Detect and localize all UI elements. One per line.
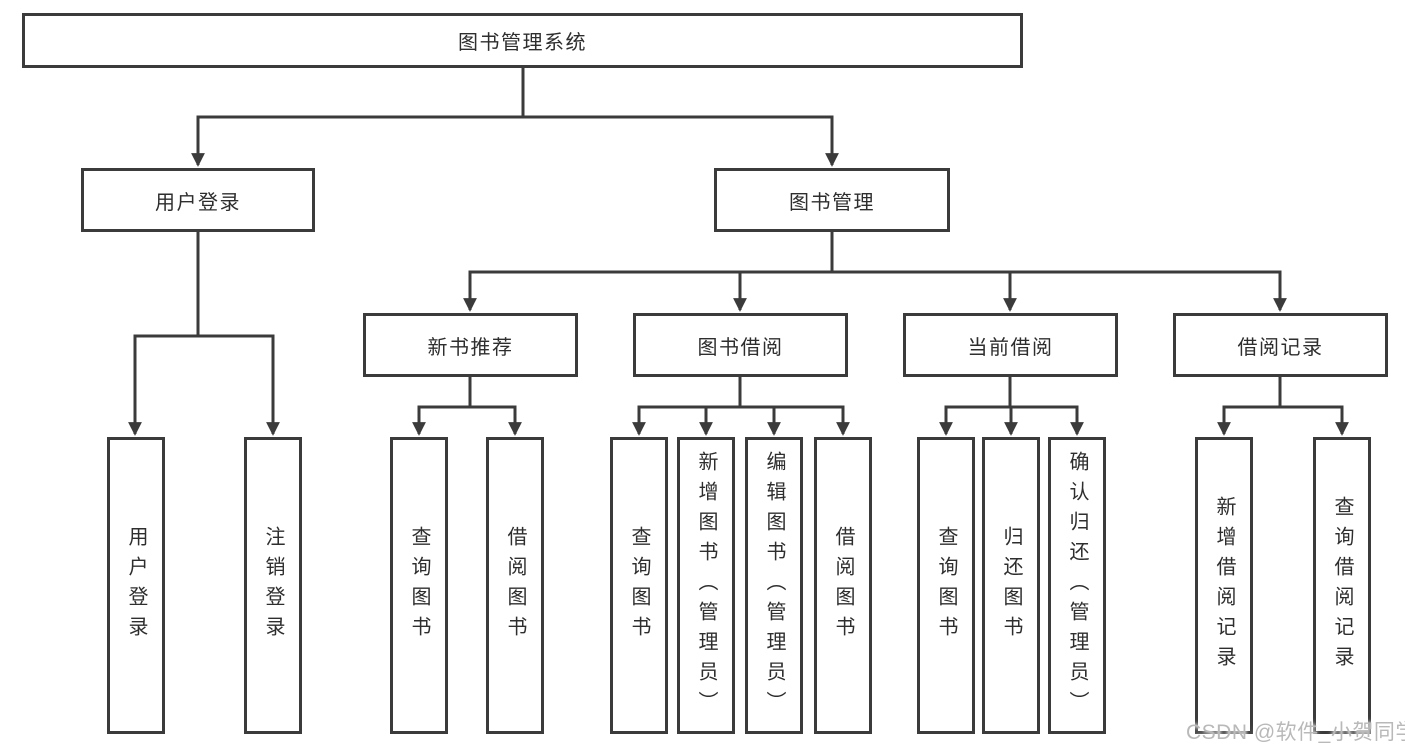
node-label: 用户登录	[155, 191, 241, 214]
leaf-return-book: 归还图书	[982, 437, 1040, 734]
leaf-label: 查询图书	[628, 525, 650, 646]
node-label: 图书借阅	[697, 336, 784, 359]
csdn-watermark: CSDN @软件_小贺同学	[1186, 721, 1405, 744]
leaf-confirm-return-admin: 确认归还（管理员）	[1048, 437, 1106, 734]
leaf-query-books-current: 查询图书	[917, 437, 975, 734]
leaf-label: 新增图书（管理员）	[695, 450, 717, 721]
node-book-management: 图书管理	[714, 168, 950, 232]
leaf-label: 查询图书	[935, 525, 957, 646]
node-book-borrowing: 图书借阅	[633, 313, 848, 377]
leaf-label: 查询图书	[408, 525, 430, 646]
node-new-book-recommend: 新书推荐	[363, 313, 578, 377]
leaf-query-books-recommend: 查询图书	[390, 437, 448, 734]
leaf-query-books-borrowing: 查询图书	[610, 437, 668, 734]
leaf-add-borrow-record: 新增借阅记录	[1195, 437, 1253, 734]
leaf-label: 借阅图书	[504, 525, 526, 646]
node-label: 图书管理系统	[458, 32, 587, 54]
leaf-label: 借阅图书	[832, 525, 854, 646]
leaf-borrow-books-recommend: 借阅图书	[486, 437, 544, 734]
leaf-label: 注销登录	[262, 525, 284, 646]
leaf-label: 用户登录	[125, 525, 147, 646]
node-label: 当前借阅	[967, 336, 1054, 359]
leaf-label: 查询借阅记录	[1331, 495, 1353, 676]
node-user-login: 用户登录	[81, 168, 315, 232]
node-label: 新书推荐	[427, 336, 514, 359]
leaf-add-book-admin: 新增图书（管理员）	[677, 437, 735, 734]
leaf-label: 归还图书	[1000, 525, 1022, 646]
node-current-borrowing: 当前借阅	[903, 313, 1118, 377]
leaf-label: 新增借阅记录	[1213, 495, 1235, 676]
node-label: 图书管理	[789, 191, 875, 214]
leaf-edit-book-admin: 编辑图书（管理员）	[745, 437, 803, 734]
node-label: 借阅记录	[1237, 336, 1324, 359]
node-borrowing-records: 借阅记录	[1173, 313, 1388, 377]
leaf-label: 编辑图书（管理员）	[763, 450, 785, 721]
leaf-label: 确认归还（管理员）	[1066, 450, 1088, 721]
leaf-borrow-books-borrowing: 借阅图书	[814, 437, 872, 734]
node-library-management-system: 图书管理系统	[22, 13, 1023, 68]
leaf-query-borrow-record: 查询借阅记录	[1313, 437, 1371, 734]
leaf-user-login: 用户登录	[107, 437, 165, 734]
leaf-logout: 注销登录	[244, 437, 302, 734]
